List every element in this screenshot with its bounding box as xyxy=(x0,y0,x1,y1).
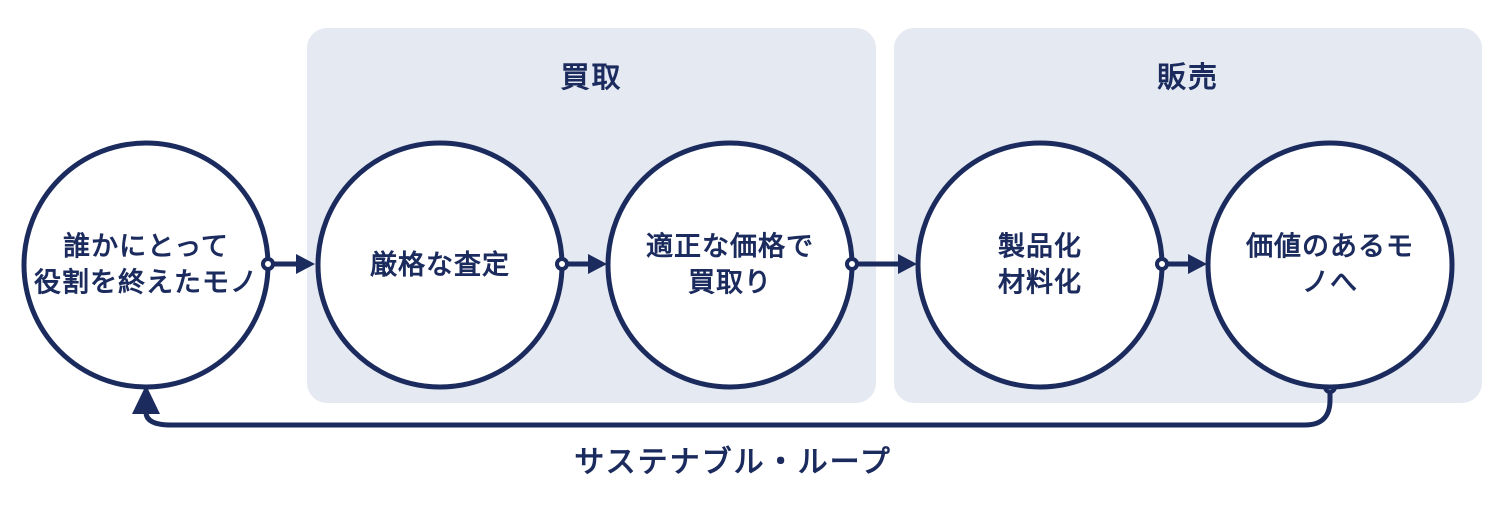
connector-1-2 xyxy=(261,254,315,274)
node-label-strict-assessment: 厳格な査定 xyxy=(370,249,510,280)
section-label-kaitori: 買取 xyxy=(560,62,623,94)
node-circle-5 xyxy=(1205,140,1455,390)
node-label-fair-price-purchase: 適正な価格で 買取り xyxy=(646,231,814,298)
loop-arrowhead-icon xyxy=(132,385,160,414)
arrowhead-icon xyxy=(898,254,917,274)
loop-caption: サステナブル・ループ xyxy=(574,446,892,479)
connector-dot-icon xyxy=(1155,257,1169,271)
loop-path xyxy=(143,390,1333,428)
node-label-valuable-item: 価値のあるモノへ xyxy=(1246,231,1414,298)
node-label-productization: 製品化 材料化 xyxy=(998,231,1082,298)
connector-dot-icon xyxy=(555,257,569,271)
arrowhead-icon xyxy=(296,254,315,274)
arrowhead-icon xyxy=(588,254,607,274)
connector-3-4 xyxy=(845,254,917,274)
arrowhead-icon xyxy=(1188,254,1207,274)
connector-4-5 xyxy=(1155,254,1207,274)
connector-2-3 xyxy=(555,254,607,274)
connector-dot-icon xyxy=(261,257,275,271)
section-label-hanbai: 販売 xyxy=(1156,62,1219,94)
connector-dot-icon xyxy=(845,257,859,271)
node-label-ended-role-item: 誰かにとって 役割を終えたモノ xyxy=(34,231,258,298)
